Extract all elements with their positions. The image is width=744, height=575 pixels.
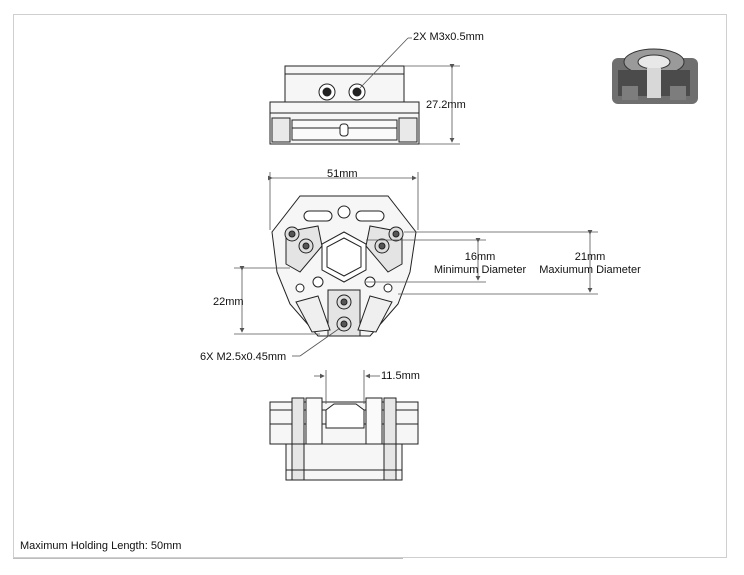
label-thread-m25: 6X M2.5x0.45mm <box>200 351 287 363</box>
label-min-dia: Minimum Diameter <box>433 264 527 276</box>
label-thread-m3: 2X M3x0.5mm <box>413 31 484 43</box>
side-view <box>269 397 419 481</box>
label-max-dia-value: 21mm <box>574 251 606 263</box>
label-height: 27.2mm <box>426 99 466 111</box>
front-view <box>269 65 420 145</box>
label-slot: 11.5mm <box>381 370 420 382</box>
dim-top-view-lines <box>234 172 598 357</box>
label-min-dia-value: 16mm <box>464 251 496 263</box>
title-block-line <box>13 558 403 559</box>
label-depth: 22mm <box>213 296 244 308</box>
label-width: 51mm <box>327 168 358 180</box>
top-view <box>271 195 417 337</box>
drawing-border <box>13 14 727 558</box>
dim-slot-lines <box>314 370 380 404</box>
isometric-thumbnail <box>612 48 698 104</box>
label-max-dia: Maxiumum Diameter <box>539 264 641 276</box>
footer-max-holding-length: Maximum Holding Length: 50mm <box>20 540 182 552</box>
dim-height-lines <box>359 37 460 145</box>
